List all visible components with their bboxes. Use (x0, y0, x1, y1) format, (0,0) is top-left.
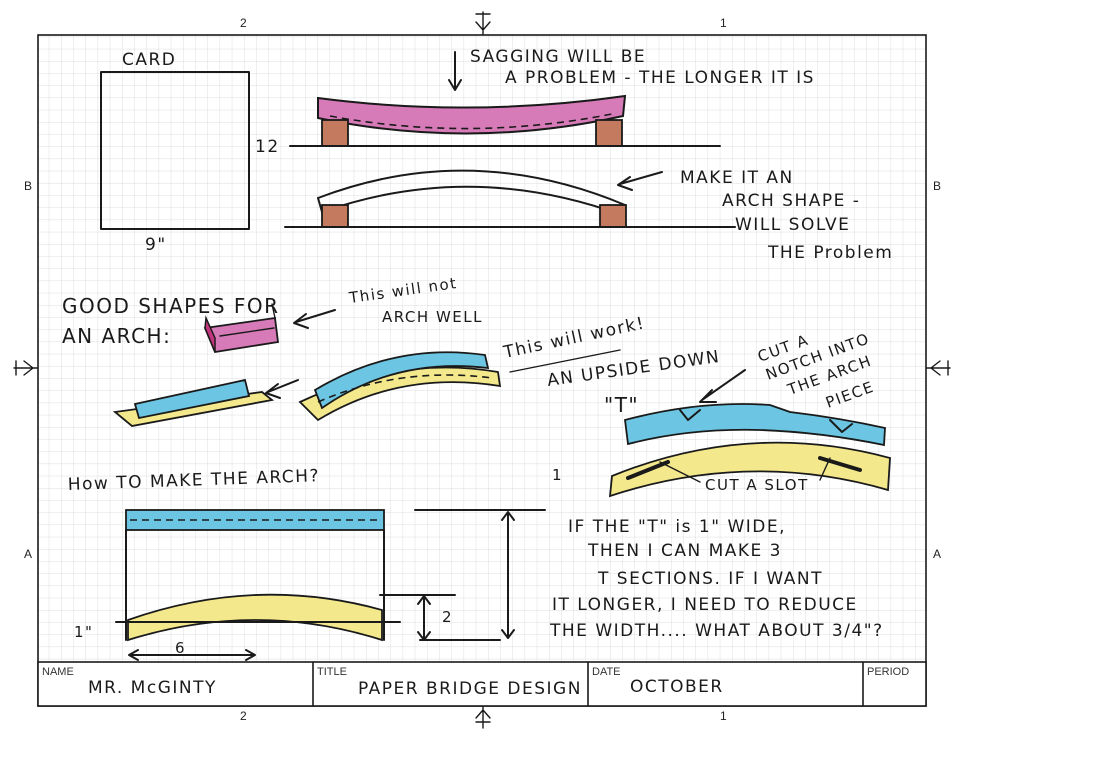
date-field-value: OCTOBER (630, 677, 724, 697)
support-block-right (595, 119, 623, 147)
will-work-underline (509, 349, 621, 373)
arch-support-left (321, 204, 349, 228)
card-label: CARD (122, 50, 176, 70)
name-field-label: NAME (42, 666, 74, 678)
support-block-left (321, 119, 349, 147)
period-field-label: PERIOD (867, 666, 909, 678)
dim-one-label: 1" (74, 623, 93, 641)
zone-label-top-left: 2 (240, 16, 247, 30)
arch-support-right (599, 204, 627, 228)
zone-label-top-right: 1 (720, 16, 727, 30)
title-field-value: PAPER BRIDGE DESIGN (358, 679, 582, 699)
calc-note-line5: THE WIDTH.... WHAT ABOUT 3/4"? (549, 621, 884, 641)
cut-slot-note: CUT A SLOT (705, 476, 809, 494)
graph-grid (38, 35, 926, 662)
notched-blue-piece (624, 403, 886, 447)
u-channel-sketch (203, 303, 336, 353)
center-mark-top (475, 11, 491, 35)
date-field-label: DATE (592, 666, 621, 678)
arch-note-line2: ARCH SHAPE - (722, 191, 860, 211)
arch-note-line3: WILL SOLVE (735, 215, 850, 235)
arch-note-line1: MAKE IT AN (680, 168, 794, 188)
dim-two-label: 2 (442, 608, 453, 626)
upside-down-line2: "T" (604, 393, 639, 417)
card-width-label: 9" (145, 235, 167, 255)
not-arch-note-line2: ARCH WELL (382, 308, 483, 326)
zone-label-bottom-right: 1 (720, 709, 727, 723)
sagging-note-line2: A PROBLEM - THE LONGER IT IS (505, 68, 815, 88)
calc-note-line3: T SECTIONS. IF I WANT (597, 569, 823, 589)
arch-beam-sketch (284, 169, 736, 228)
zone-label-bottom-left: 2 (240, 709, 247, 723)
good-shapes-line1: GOOD SHAPES FOR (62, 294, 280, 318)
arch-layout-sketch (115, 509, 546, 661)
title-field-label: TITLE (317, 666, 347, 678)
card-height-label: 12 (255, 137, 280, 157)
sagging-beam-sketch (289, 51, 721, 147)
slotted-yellow-piece (608, 441, 891, 498)
t-beam-arched-sketch (298, 351, 502, 422)
arch-note-line4: THE Problem (767, 243, 893, 263)
dim-six-label: 6 (175, 639, 186, 657)
calc-note-line4: IT LONGER, I NEED TO REDUCE (552, 595, 858, 615)
card-rectangle (100, 71, 250, 230)
zone-label-left-a: A (24, 547, 32, 561)
zone-label-right-a: A (933, 547, 941, 561)
zone-label-right-b: B (933, 179, 941, 193)
sagging-note-line1: SAGGING WILL BE (470, 47, 646, 67)
t-beam-flat-sketch (112, 378, 299, 427)
calc-note-line1: IF THE "T" is 1" WIDE, (568, 517, 786, 537)
good-shapes-line2: AN ARCH: (62, 324, 171, 348)
calc-note-line2: THEN I CAN MAKE 3 (587, 541, 782, 561)
center-mark-bottom (475, 706, 491, 729)
center-mark-right (926, 360, 951, 376)
title-block (37, 661, 927, 707)
name-field-value: MR. McGINTY (88, 678, 217, 698)
stray-mark: 1 (552, 466, 563, 484)
zone-label-left-b: B (24, 179, 32, 193)
center-mark-left (13, 360, 38, 376)
